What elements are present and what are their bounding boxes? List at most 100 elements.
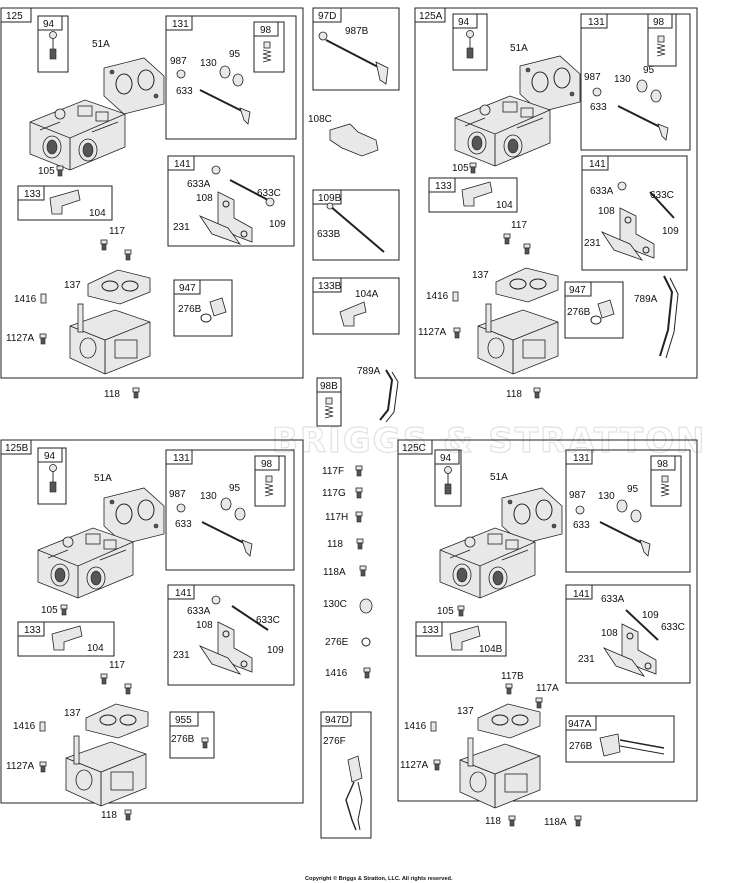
group-125B: 125B 94 51A 131 98 987 130 95 633 105 13… [0, 439, 304, 807]
part-label: 1416 [14, 294, 37, 305]
spring-icon [324, 397, 334, 419]
jet-icon [533, 387, 541, 399]
part-label: 97D [318, 11, 336, 22]
part-label: 231 [578, 654, 595, 665]
part-label: 109B [318, 193, 342, 204]
part-label: 231 [173, 650, 190, 661]
part-label: 633C [257, 188, 281, 199]
part-label: 51A [490, 472, 508, 483]
part-label: 231 [584, 238, 601, 249]
lever-icon [51, 625, 83, 651]
needle-icon [49, 31, 57, 60]
jet-icon [124, 809, 132, 821]
part-label: 105 [437, 606, 454, 617]
part-label: 105 [41, 605, 58, 616]
part-label: 141 [573, 589, 590, 600]
part-label: 104B [479, 644, 503, 655]
throttle-shaft-icon [199, 89, 251, 125]
part-label: 117 [511, 220, 527, 231]
part-label: 117B [501, 671, 524, 682]
part-label: 95 [229, 483, 241, 494]
jet-icon [124, 249, 132, 261]
part-label: 947D [325, 715, 349, 726]
part-label: 109 [642, 610, 659, 621]
jet-icon [535, 697, 543, 709]
lever-icon [449, 625, 481, 651]
part-label: 104 [89, 208, 106, 219]
jet-icon [355, 487, 363, 499]
part-label: 108 [598, 206, 615, 217]
lever-icon [461, 181, 493, 207]
group-label: 125 [6, 11, 23, 22]
solenoid-icon [347, 755, 363, 783]
needle-icon [466, 30, 474, 59]
jet-icon [356, 538, 364, 550]
part-label: 108 [196, 620, 213, 631]
solenoid-icon [597, 299, 615, 319]
part-label: 1416 [325, 668, 348, 679]
part-label: 109 [267, 645, 284, 656]
part-label: 117F [322, 466, 344, 477]
part-label: 137 [457, 706, 474, 717]
carburetor-body-icon [454, 95, 551, 167]
part-label: 104 [87, 643, 104, 654]
part-label: 137 [472, 270, 489, 281]
part-label: 789A [357, 366, 381, 377]
group-125C: 125C 94 51A 131 98 987 130 95 633 105 13… [397, 439, 698, 809]
jet-icon [100, 239, 108, 251]
part-label: 633 [573, 520, 590, 531]
float-bowl-icon [459, 737, 541, 809]
part-label: 104A [355, 289, 379, 300]
part-label: 131 [573, 453, 590, 464]
part-label: 94 [43, 19, 55, 30]
part-label: 633A [187, 179, 211, 190]
part-label: 95 [229, 49, 241, 60]
jet-icon [100, 673, 108, 685]
screw-icon [469, 162, 477, 174]
part-label: 789A [634, 294, 658, 305]
lever-icon [339, 301, 367, 327]
gasket-icon [87, 269, 151, 305]
part-label: 51A [92, 39, 110, 50]
spring-icon [656, 35, 666, 57]
part-label: 98 [653, 17, 665, 28]
part-label: 947 [569, 285, 586, 296]
part-label: 633A [590, 186, 614, 197]
part-label: 94 [458, 17, 470, 28]
part-label: 104 [496, 200, 513, 211]
part-label: 633 [590, 102, 607, 113]
gasket-icon [477, 703, 541, 739]
part-label: 118 [485, 816, 501, 827]
part-label: 118 [101, 810, 117, 821]
group-125A: 125A 94 51A 131 98 987 130 95 633 105 13… [414, 7, 698, 379]
carburetor-body-icon [37, 527, 134, 599]
part-label: 1127A [418, 327, 447, 338]
jet-icon [355, 465, 363, 477]
copyright-notice: Copyright © Briggs & Stratton, LLC. All … [305, 875, 453, 882]
part-label: 955 [175, 715, 192, 726]
part-label: 130C [323, 599, 347, 610]
watermark: BRIGGS & STRATTON [272, 421, 706, 461]
part-label: 987 [169, 489, 186, 500]
part-label: 130 [200, 491, 217, 502]
part-label: 131 [172, 19, 189, 30]
part-label: 94 [440, 453, 452, 464]
jet-icon [523, 243, 531, 255]
jet-icon [132, 387, 140, 399]
spring-icon [262, 41, 272, 63]
drain-screw-icon [453, 327, 461, 339]
screw-icon [60, 604, 68, 616]
part-label: 133 [24, 189, 41, 200]
solenoid-icon [599, 733, 621, 757]
part-label: 109 [662, 226, 679, 237]
part-label: 98B [320, 381, 338, 392]
float-bowl-icon [69, 303, 151, 375]
throttle-shaft-icon [617, 105, 669, 141]
jet-icon [574, 815, 582, 827]
part-label: 141 [589, 159, 606, 170]
part-label: 108 [196, 193, 213, 204]
jet-icon [201, 737, 209, 749]
part-label: 1416 [426, 291, 449, 302]
needle-icon [444, 466, 452, 495]
